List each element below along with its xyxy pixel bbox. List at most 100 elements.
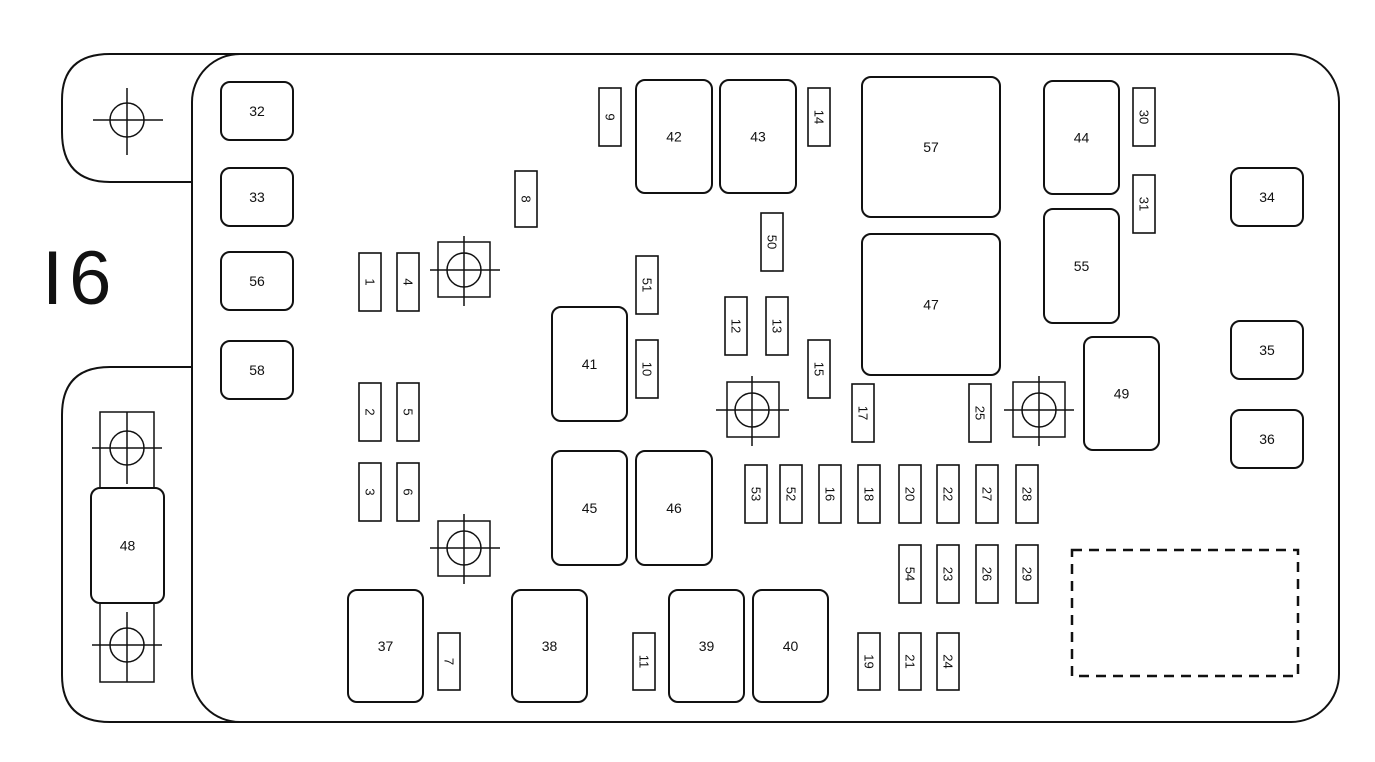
fuse-box <box>779 464 803 524</box>
fuse-box <box>760 212 784 272</box>
fuse-box <box>396 382 420 442</box>
fuse-box <box>818 464 842 524</box>
fuse-box <box>936 464 960 524</box>
relay-label: 37 <box>378 638 394 654</box>
relay-49: 49 <box>1083 336 1160 451</box>
relay-box <box>551 450 628 566</box>
relay-label: 41 <box>582 356 598 372</box>
fuse-18: 18 <box>857 464 881 524</box>
fuse-box <box>936 632 960 691</box>
fuse-27: 27 <box>975 464 999 524</box>
fuse-box <box>898 544 922 604</box>
fuse-box <box>851 383 875 443</box>
fuse-label: 18 <box>862 487 877 501</box>
fuse-label: 50 <box>765 235 780 249</box>
fuse-28: 28 <box>1015 464 1039 524</box>
fuse-box <box>857 464 881 524</box>
relay-48: 48 <box>90 487 165 604</box>
relay-34: 34 <box>1230 167 1304 227</box>
fuse-label: 13 <box>770 319 785 333</box>
fuse-box <box>598 87 622 147</box>
fuse-19: 19 <box>857 632 881 691</box>
relay-42: 42 <box>635 79 713 194</box>
fuse-label: 20 <box>903 487 918 501</box>
fuse-10: 10 <box>635 339 659 399</box>
fuse-2: 2 <box>358 382 382 442</box>
relay-label: 33 <box>249 189 265 205</box>
relay-label: 45 <box>582 500 598 516</box>
fuse-label: 28 <box>1020 487 1035 501</box>
fuse-label: 1 <box>363 278 378 285</box>
fuse-label: 10 <box>640 362 655 376</box>
empty-position <box>1070 548 1300 678</box>
fuse-13: 13 <box>765 296 789 356</box>
fuse-label: 53 <box>749 487 764 501</box>
fuse-box <box>857 632 881 691</box>
fuse-box <box>358 382 382 442</box>
fuse-30: 30 <box>1132 87 1156 147</box>
relay-box <box>1043 80 1120 195</box>
relay-box <box>752 589 829 703</box>
relay-35: 35 <box>1230 320 1304 380</box>
fuse-label: 9 <box>603 113 618 120</box>
fuse-box <box>936 544 960 604</box>
fuse-box <box>358 462 382 522</box>
fuse-label: 26 <box>980 567 995 581</box>
fuse-box <box>635 339 659 399</box>
fuse-52: 52 <box>779 464 803 524</box>
relay-box <box>511 589 588 703</box>
fuse-17: 17 <box>851 383 875 443</box>
fuse-box <box>975 464 999 524</box>
relay-36: 36 <box>1230 409 1304 469</box>
relay-58: 58 <box>220 340 294 400</box>
relay-box <box>635 450 713 566</box>
relay-box <box>719 79 797 194</box>
fuse-label: 19 <box>862 654 877 668</box>
fuse-label: 21 <box>903 654 918 668</box>
relay-label: 48 <box>120 538 136 554</box>
fuse-label: 3 <box>363 488 378 495</box>
fuse-9: 9 <box>598 87 622 147</box>
relay-box <box>551 306 628 422</box>
fuse-box <box>1132 87 1156 147</box>
fuse-box <box>632 632 656 691</box>
fuse-box <box>898 632 922 691</box>
fuse-label: 7 <box>442 658 457 665</box>
fuse-box <box>396 462 420 522</box>
relay-box <box>1230 320 1304 380</box>
fuse-25: 25 <box>968 383 992 443</box>
relay-label: 56 <box>249 273 265 289</box>
fuse-label: 51 <box>640 278 655 292</box>
relay-label: 47 <box>923 297 939 313</box>
fuse-7: 7 <box>437 632 461 691</box>
relay-45: 45 <box>551 450 628 566</box>
relay-39: 39 <box>668 589 745 703</box>
fuse-label: 31 <box>1137 197 1152 211</box>
fuse-6: 6 <box>396 462 420 522</box>
fuse-box <box>358 252 382 312</box>
fuse-51: 51 <box>635 255 659 315</box>
relay-37: 37 <box>347 589 424 703</box>
fuse-label: 25 <box>973 406 988 420</box>
relay-label: 40 <box>783 638 799 654</box>
relay-33: 33 <box>220 167 294 227</box>
relay-label: 38 <box>542 638 558 654</box>
fuse-5: 5 <box>396 382 420 442</box>
relay-label: 32 <box>249 103 265 119</box>
fuse-label: 8 <box>519 195 534 202</box>
fuse-label: 30 <box>1137 110 1152 124</box>
fuse-label: 16 <box>823 487 838 501</box>
fuse-box <box>968 383 992 443</box>
fuse-label: 14 <box>812 110 827 124</box>
fuse-20: 20 <box>898 464 922 524</box>
relay-box <box>668 589 745 703</box>
fuse-label: 22 <box>941 487 956 501</box>
block-label: I6 <box>42 236 117 321</box>
fuse-box <box>635 255 659 315</box>
fuse-31: 31 <box>1132 174 1156 234</box>
fuse-box <box>437 632 461 691</box>
fuse-label: 5 <box>401 408 416 415</box>
